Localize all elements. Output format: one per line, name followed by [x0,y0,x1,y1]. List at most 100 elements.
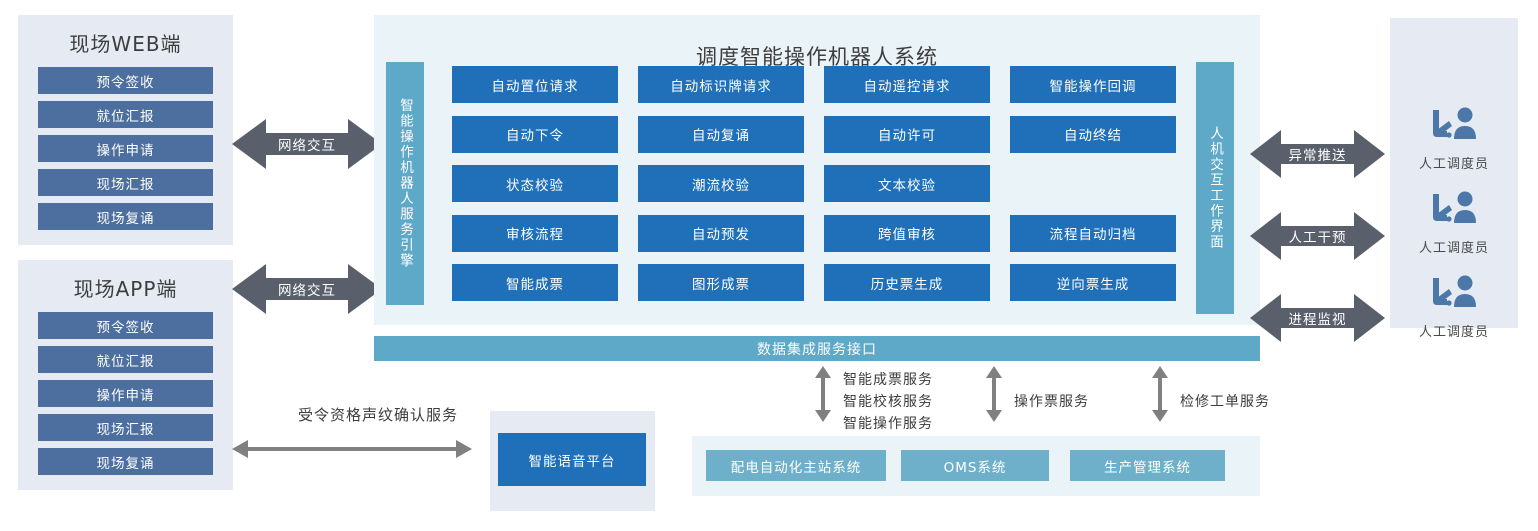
external-systems-panel: 配电自动化主站系统 OMS系统 生产管理系统 [692,436,1260,496]
function-box-r4-c1[interactable]: 图形成票 [638,264,804,301]
operator-label: 人工调度员 [1418,157,1489,172]
function-box-r1-c0[interactable]: 自动下令 [452,115,618,153]
service-group-label-3: 检修工单服务 [1180,394,1270,410]
service-arrow-1 [811,366,835,422]
external-system-box-1[interactable]: OMS系统 [901,450,1049,481]
double-arrow-icon [232,119,382,169]
operator-label: 人工调度员 [1418,325,1489,340]
web-client-item-label: 现场汇报 [96,176,155,193]
function-box-r1-c2[interactable]: 自动许可 [824,115,990,153]
process-monitoring-arrow: 进程监视 [1250,289,1385,347]
web-client-item-label: 就位汇报 [96,108,155,125]
function-box-label: 状态校验 [506,177,564,194]
function-box-r4-c0[interactable]: 智能成票 [452,264,618,301]
app-client-item-4[interactable]: 现场复诵 [38,448,213,475]
network-interaction-arrow-web: 网络交互 [232,113,382,175]
function-box-r1-c3[interactable]: 自动终结 [1010,115,1176,153]
function-box-label: 智能操作回调 [1049,78,1137,95]
external-system-label: 生产管理系统 [1104,459,1191,476]
voice-platform-panel: 智能语音平台 [490,411,655,511]
app-client-title: 现场APP端 [73,277,178,301]
function-box-label: 文本校验 [878,177,936,194]
voice-platform-box[interactable]: 智能语音平台 [498,433,646,486]
double-arrow-icon [232,264,382,314]
app-client-item-label: 现场复诵 [96,455,155,472]
app-client-item-0[interactable]: 预令签收 [38,312,213,339]
hmi-work-interface-bar: 人机交互工作界面 [1196,62,1234,314]
app-client-panel: 现场APP端 预令签收就位汇报操作申请现场汇报现场复诵 [18,260,233,490]
app-client-item-label: 预令签收 [96,319,155,336]
function-box-r2-c1[interactable]: 潮流校验 [638,165,804,202]
network-interaction-arrow-app: 网络交互 [232,258,382,320]
robot-service-engine-bar: 智能操作机器人服务引擎 [386,62,424,305]
app-client-item-3[interactable]: 现场汇报 [38,414,213,441]
function-box-r4-c3[interactable]: 逆向票生成 [1010,264,1176,301]
web-client-panel: 现场WEB端 预令签收就位汇报操作申请现场汇报现场复诵 [18,15,233,245]
hmi-work-interface-label: 人机交互工作界面 [1207,126,1223,250]
external-system-box-2[interactable]: 生产管理系统 [1070,450,1225,481]
web-client-item-0[interactable]: 预令签收 [38,67,213,94]
web-client-item-label: 预令签收 [96,74,155,91]
web-client-item-4[interactable]: 现场复诵 [38,203,213,230]
exception-push-arrow: 异常推送 [1250,125,1385,183]
app-client-item-label: 就位汇报 [96,353,155,370]
web-client-item-3[interactable]: 现场汇报 [38,169,213,196]
function-box-r2-c0[interactable]: 状态校验 [452,165,618,202]
robot-system-title: 调度智能操作机器人系统 [696,45,938,69]
function-box-label: 自动预发 [692,227,750,243]
function-box-label: 自动遥控请求 [863,78,951,95]
operator-label: 人工调度员 [1418,241,1489,256]
app-client-item-2[interactable]: 操作申请 [38,380,213,407]
app-client-item-label: 操作申请 [96,387,155,404]
operator-console-icon-wrap [1427,106,1481,150]
function-box-label: 自动终结 [1064,128,1122,144]
function-box-r0-c0[interactable]: 自动置位请求 [452,66,618,103]
operator-item-2: 人工调度员 [1390,274,1518,340]
function-box-r4-c2[interactable]: 历史票生成 [824,264,990,301]
vertical-double-arrow-icon [1152,366,1168,422]
function-box-label: 图形成票 [692,276,750,293]
operator-item-1: 人工调度员 [1390,190,1518,256]
function-box-r0-c1[interactable]: 自动标识牌请求 [638,66,804,103]
robot-service-engine-label: 智能操作机器人服务引擎 [397,98,413,269]
function-box-label: 自动标识牌请求 [670,78,772,95]
function-box-label: 跨值审核 [878,227,936,243]
function-box-label: 自动下令 [506,128,564,144]
double-arrow-icon [1250,212,1385,260]
service-arrow-2 [982,366,1006,422]
function-box-label: 自动置位请求 [491,78,579,95]
app-client-item-1[interactable]: 就位汇报 [38,346,213,373]
app-client-item-label: 现场汇报 [96,421,155,438]
web-client-item-1[interactable]: 就位汇报 [38,101,213,128]
function-box-r3-c0[interactable]: 审核流程 [452,214,618,252]
web-client-item-label: 现场复诵 [96,210,155,227]
external-system-label: 配电自动化主站系统 [730,459,862,476]
function-box-r3-c1[interactable]: 自动预发 [638,214,804,252]
function-box-r0-c2[interactable]: 自动遥控请求 [824,66,990,103]
web-client-item-label: 操作申请 [96,142,155,159]
function-box-r2-c2[interactable]: 文本校验 [824,165,990,202]
operator-panel: 人工调度员 人工调度员 人工调度员 [1390,18,1518,340]
service-group-label-1: 智能成票服务 智能校核服务 智能操作服务 [843,372,933,432]
external-system-box-0[interactable]: 配电自动化主站系统 [706,450,886,481]
function-grid: 自动置位请求 自动标识牌请求 自动遥控请求 智能操作回调自动下令 自动复诵 自动许可 自动终… [452,66,1184,302]
vertical-double-arrow-icon [986,366,1002,422]
app-client-item-list: 预令签收就位汇报操作申请现场汇报现场复诵 [38,312,213,482]
thin-double-arrow-icon [232,440,472,458]
voice-platform-label: 智能语音平台 [528,453,616,470]
web-client-item-2[interactable]: 操作申请 [38,135,213,162]
double-arrow-icon [1250,294,1385,342]
function-box-r3-c2[interactable]: 跨值审核 [824,214,990,252]
function-box-label: 审核流程 [506,227,564,243]
voiceprint-service-arrow [232,436,472,462]
function-box-label: 逆向票生成 [1056,276,1130,293]
function-box-label: 自动许可 [878,128,936,144]
function-box-r1-c1[interactable]: 自动复诵 [638,115,804,153]
data-integration-service-label: 数据集成服务接口 [757,341,877,358]
function-box-r0-c3[interactable]: 智能操作回调 [1010,66,1176,103]
function-box-r3-c3[interactable]: 流程自动归档 [1010,214,1176,252]
data-integration-service-bar: 数据集成服务接口 [374,336,1260,361]
operator-item-0: 人工调度员 [1390,106,1518,172]
web-client-title: 现场WEB端 [69,32,182,56]
